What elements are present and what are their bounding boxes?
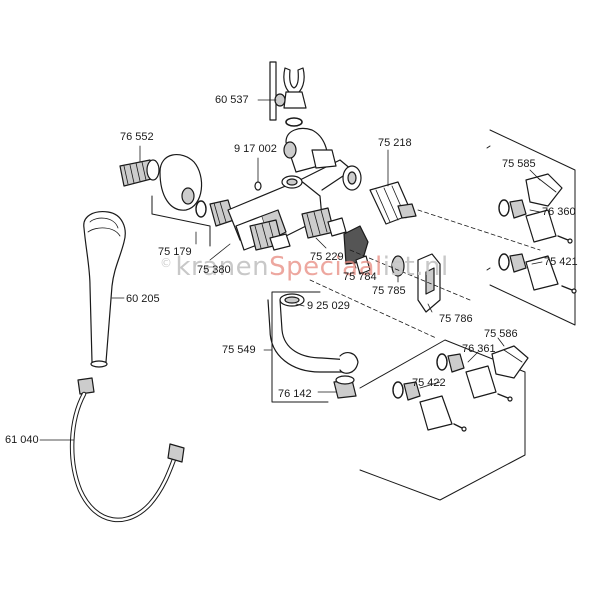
label-75784: 75 784	[343, 271, 377, 283]
label-76361: 76 361	[462, 343, 496, 355]
label-76552: 76 552	[120, 131, 154, 143]
lower-right-panel	[360, 340, 525, 500]
label-75229: 75 229	[310, 251, 344, 263]
label-75786: 75 786	[439, 313, 473, 325]
left-washer	[196, 201, 206, 217]
label-75218: 75 218	[378, 137, 412, 149]
spout-bracket-line	[272, 292, 328, 402]
label-925029: 9 25 029	[307, 300, 350, 312]
watermark-middle: Speciaal	[269, 252, 383, 282]
watermark: ©kranenSpeciaalist.nl	[160, 252, 449, 282]
aerator	[334, 376, 356, 398]
label-75380: 75 380	[197, 264, 231, 276]
label-75179: 75 179	[158, 246, 192, 258]
label-76142: 76 142	[278, 388, 312, 400]
axis-lines	[310, 210, 540, 338]
left-rosette	[160, 155, 202, 211]
upper-right-panel	[490, 130, 575, 325]
handle-75585	[526, 174, 562, 206]
label-75585: 75 585	[502, 158, 536, 170]
cap-set-75422	[393, 382, 466, 431]
label-75422: 75 422	[412, 377, 446, 389]
rosette-bracket-line	[152, 196, 210, 246]
right-headpart	[302, 208, 346, 238]
hand-shower	[84, 212, 125, 367]
label-76360: 76 360	[542, 206, 576, 218]
label-61040: 61 040	[5, 434, 39, 446]
o-ring-small	[255, 182, 261, 190]
shower-holder-bracket	[270, 62, 306, 126]
leader-lines	[40, 100, 542, 440]
spindle-set-76361	[437, 354, 512, 401]
watermark-prefix: kranen	[175, 252, 270, 282]
watermark-suffix: ist.nl	[382, 252, 449, 282]
left-s-union	[120, 160, 159, 186]
diverter-knob	[344, 226, 370, 274]
spout	[268, 294, 358, 373]
label-75586: 75 586	[484, 328, 518, 340]
label-60537: 60 537	[215, 94, 249, 106]
diverter-cartridge	[370, 182, 416, 224]
spindle-set-76360	[499, 200, 572, 243]
label-60205: 60 205	[126, 293, 160, 305]
label-75785: 75 785	[372, 285, 406, 297]
label-917002: 9 17 002	[234, 143, 277, 155]
left-headpart	[250, 220, 290, 250]
label-75549: 75 549	[222, 344, 256, 356]
cap-set-75421	[499, 254, 576, 293]
shower-hose	[72, 378, 184, 520]
watermark-copyright: ©	[160, 256, 173, 270]
handle-75586	[492, 346, 528, 378]
label-75421: 75 421	[544, 256, 578, 268]
